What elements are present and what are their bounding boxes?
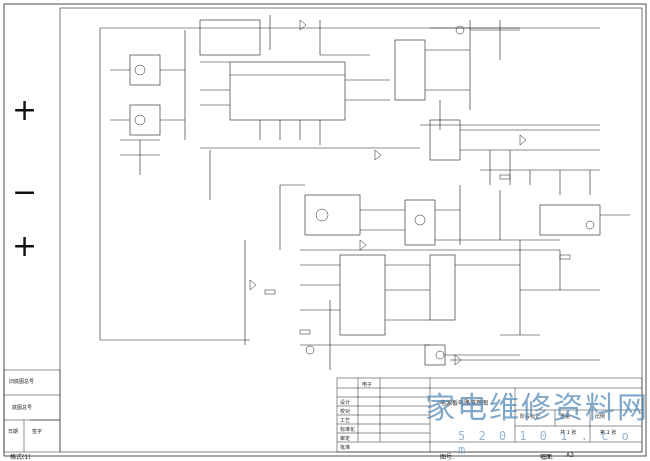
watermark-url: 5 2 0 1 0 1 . c o m [458, 429, 632, 457]
old-drawing-no-label: 旧底图总号 [9, 379, 35, 385]
sheet-number: 第 1 张 [600, 430, 617, 436]
margin-minus: − [12, 175, 38, 210]
drawing-no-footer: 图号: [440, 454, 455, 461]
weight-label: 重量 [560, 414, 571, 420]
format-size-label: 幅面: [540, 454, 555, 461]
title-block-grid [336, 377, 643, 453]
designer-label: 设计 [340, 400, 351, 406]
format-footer: 格式(1) [10, 454, 31, 461]
process-label: 工艺 [340, 418, 351, 424]
drawing-no-label: 底图总号 [12, 405, 33, 411]
outer-frame [3, 3, 647, 457]
checker-label: 校对 [340, 409, 351, 415]
signature-label: 签字 [32, 429, 43, 435]
standard-label: 标准化 [340, 427, 356, 433]
doc-title: 电源板电路原理图 [440, 400, 489, 407]
margin-plus-bottom: + [12, 229, 38, 264]
margin-plus-top: + [12, 93, 38, 128]
circuit-wiring [99, 15, 630, 370]
company-label: 电子 [362, 382, 373, 388]
left-strip-table [3, 369, 61, 453]
component-symbols [134, 19, 595, 366]
approve-label: 审定 [340, 436, 351, 442]
stage-mark-label: 阶段标记 [520, 414, 541, 420]
sheets-total: 共 1 张 [560, 430, 577, 436]
format-size-value: A3 [566, 452, 574, 459]
watermark-text: 家电维修资料网 [425, 391, 649, 426]
approve2-label: 批准 [340, 445, 351, 451]
date-label: 日期 [8, 429, 19, 435]
scale-label: 比例 [595, 414, 606, 420]
